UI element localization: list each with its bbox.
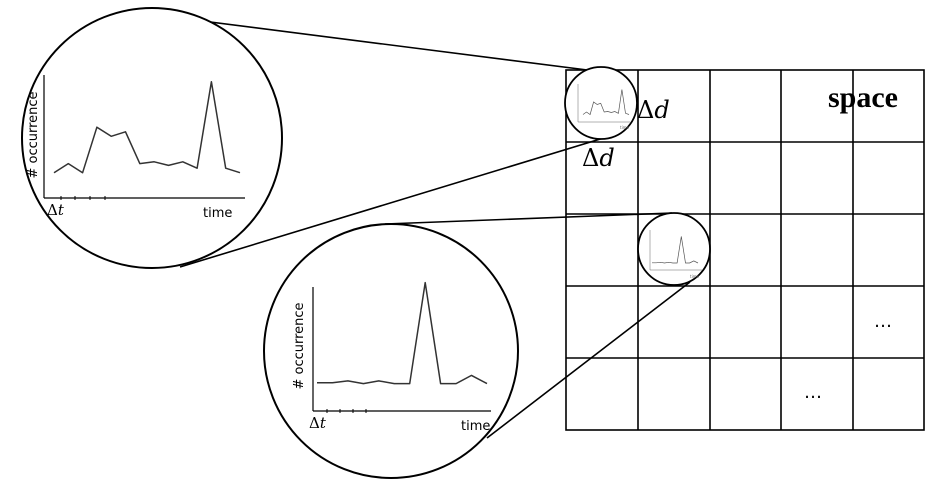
mini-lens-bottom-circle [637,212,711,286]
t-glyph: t [58,201,65,219]
lens-bottom-circle [263,223,519,479]
cell-width-label: Δd [637,96,670,124]
lens-top-delta-t-label: Δt [47,201,65,219]
delta-glyph: Δ [309,414,320,432]
lens-top-series-line [53,80,241,174]
delta-glyph: Δ [47,201,58,219]
delta-glyph: Δ [637,96,654,124]
connector-bottom-lower [486,281,691,439]
mini-lens-top: time [564,66,638,140]
t-glyph: t [320,414,327,432]
space-grid [565,69,925,431]
lens-bottom-series-line [317,281,488,385]
lens-top-y-label: # occurrence [26,91,41,178]
lens-bottom-delta-t-label: Δt [309,414,327,432]
d-glyph: d [654,96,669,124]
lens-top-time-label: time [203,206,232,221]
mini-lens-top-circle [564,66,638,140]
ellipsis-row-4: … [874,311,892,332]
lens-bottom: # occurrence time Δt [263,223,519,479]
lens-bottom-time-label: time [461,419,490,434]
lens-top: # occurrence time Δt [21,7,283,269]
lens-top-circle [21,7,283,269]
connector-bottom-upper [384,212,673,225]
lens-bottom-y-label: # occurrence [292,302,307,389]
connector-lines [154,14,691,439]
delta-glyph: Δ [582,144,599,172]
space-label: space [828,81,898,114]
grid-border [565,69,925,431]
mini-top-time-label: time [620,125,630,130]
mini-top-series-line [582,89,630,116]
mini-bottom-series-line [652,236,699,264]
mini-bottom-time-label: time [690,274,700,279]
mini-lens-bottom: time [637,212,711,286]
ellipsis-row-5: … [804,382,822,403]
cell-height-label: Δd [582,144,615,172]
connector-top-upper [154,14,604,73]
connector-top-lower [179,132,621,268]
d-glyph: d [599,144,614,172]
